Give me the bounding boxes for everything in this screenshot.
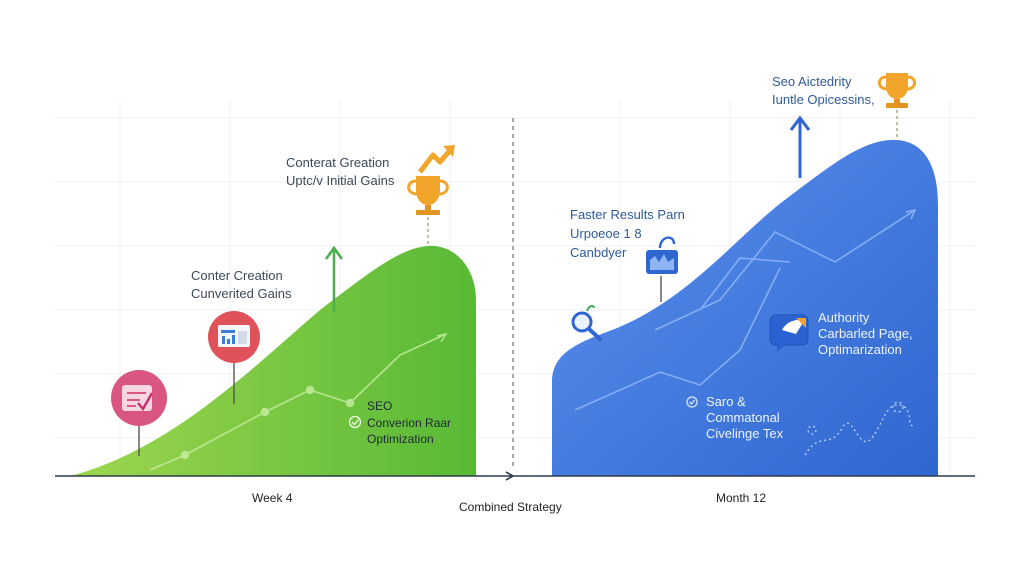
- green-growth-area: [70, 245, 476, 476]
- right-top-callout-line1: Seo Aictedrity: [772, 74, 852, 89]
- arrow-up-icon: [324, 245, 344, 312]
- axis-label-week4: Week 4: [252, 491, 293, 505]
- right-mid-callout-line1: Faster Results Parn: [570, 207, 685, 222]
- blue-squiggle: [804, 401, 916, 456]
- left-top-callout-line1: Conterat Greation: [286, 155, 390, 170]
- left-inner-callout-line1: SEO: [367, 399, 393, 413]
- left-inner-callout-line3: Optimization: [367, 432, 434, 446]
- right-bottom-callout-line1: Saro &: [706, 394, 746, 409]
- left-mid-callout-line1: Conter Creation: [191, 268, 283, 283]
- blue-growth-area: [552, 139, 938, 476]
- blue-trend-lines: [574, 208, 917, 411]
- axis-arrow-icon: [505, 471, 514, 481]
- right-inner-callout-line2: Carbarled Page,: [818, 326, 913, 341]
- left-inner-callout-line2: Converion Raar: [367, 416, 452, 430]
- right-bottom-callout-line2: Commatonal: [706, 410, 780, 425]
- right-mid-callout-line3: Canbdyer: [570, 245, 627, 260]
- rising-arrow-icon: [418, 145, 455, 174]
- right-top-callout-line2: Iuntle Opicessins,: [772, 92, 875, 107]
- chart-card-icon: [208, 311, 260, 404]
- arrow-up-icon-right: [789, 115, 811, 178]
- chat-bubble-icon: [769, 314, 809, 352]
- check-circle-icon-right: [686, 396, 698, 408]
- checklist-icon: [111, 370, 167, 456]
- gauge-icon: [646, 236, 678, 302]
- left-mid-callout-line2: Cunverited Gains: [191, 286, 292, 301]
- axis-label-month12: Month 12: [716, 491, 767, 505]
- left-top-callout-line2: Uptc/v Initial Gains: [286, 173, 395, 188]
- green-trend-line: [149, 332, 448, 471]
- check-circle-icon: [348, 415, 362, 429]
- right-mid-callout-line2: Urpoeoe 1 8: [570, 226, 642, 241]
- magnifier-icon: [571, 305, 602, 341]
- right-inner-callout-line3: Optimarization: [818, 342, 902, 357]
- right-inner-callout-line1: Authority: [818, 310, 870, 325]
- right-bottom-callout-line3: Civelinge Tex: [706, 426, 784, 441]
- trophy-icon: [407, 176, 449, 215]
- axis-label-combined: Combined Strategy: [459, 500, 562, 514]
- trophy-icon-right: [877, 73, 917, 108]
